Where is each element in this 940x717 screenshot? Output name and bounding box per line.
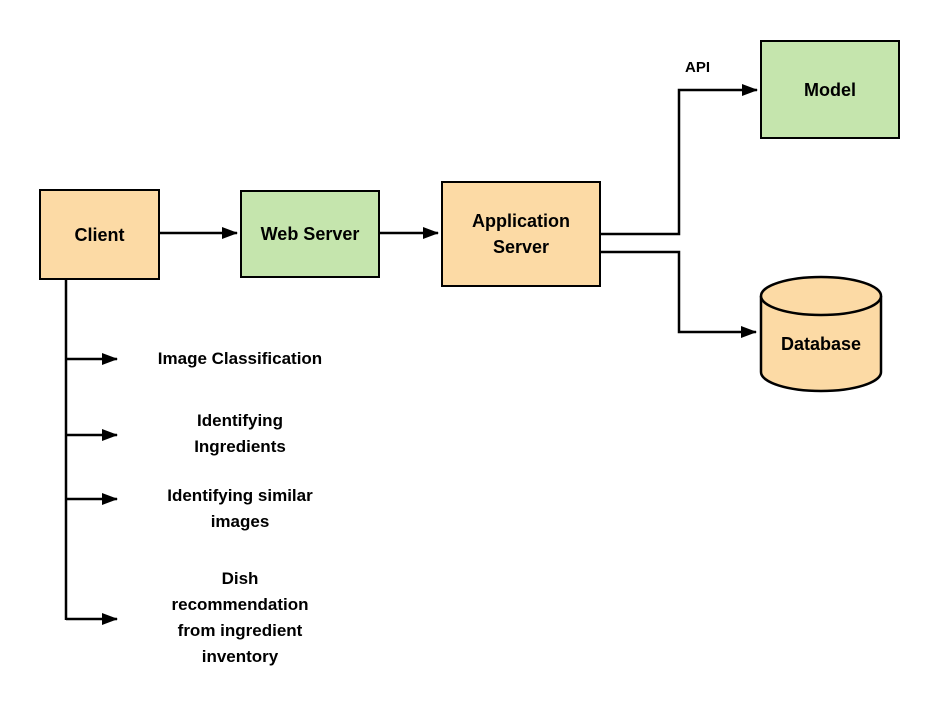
database-cylinder-shape bbox=[759, 275, 883, 393]
feature-dish-recommendation: Dish recommendation from ingredient inve… bbox=[171, 569, 309, 666]
feature-image-classification: Image Classification bbox=[157, 349, 323, 368]
client-node: Client bbox=[39, 189, 160, 280]
feature-identifying-similar-images: Identifying similar images bbox=[167, 486, 313, 531]
arrow-appserver-to-model bbox=[601, 84, 758, 236]
model-node: Model bbox=[760, 40, 900, 139]
web-server-node: Web Server bbox=[240, 190, 380, 278]
api-edge-label: API bbox=[685, 59, 711, 76]
database-label: Database bbox=[780, 333, 862, 354]
application-server-node: Application Server bbox=[441, 181, 601, 287]
feature-identifying-ingredients: Identifying Ingredients bbox=[194, 411, 286, 456]
arrow-appserver-to-database bbox=[601, 250, 757, 338]
database-node: Database bbox=[759, 275, 883, 393]
